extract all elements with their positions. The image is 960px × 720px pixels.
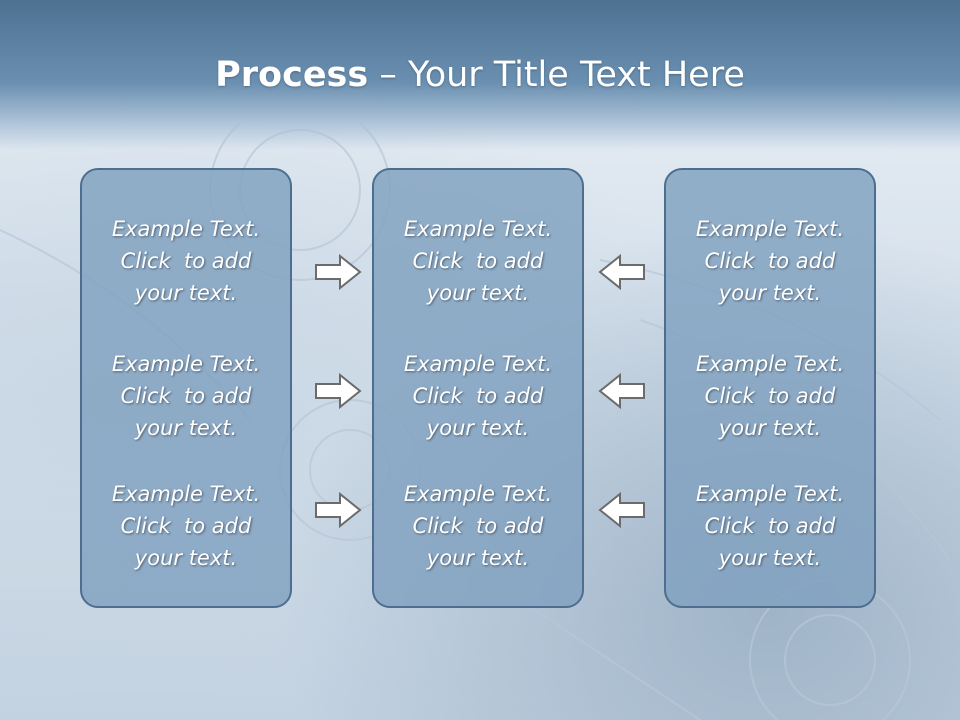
text-item[interactable]: Example Text. Click to add your text.: [374, 213, 582, 309]
process-box-right[interactable]: Example Text. Click to add your text. Ex…: [664, 168, 876, 608]
text-line: Click to add: [120, 249, 252, 273]
title-bold: Process: [215, 55, 369, 95]
text-line: Example Text.: [695, 352, 845, 376]
left-arrow-icon[interactable]: [598, 491, 646, 529]
text-line: Example Text.: [403, 352, 553, 376]
text-line: your text.: [134, 416, 238, 440]
text-line: Click to add: [704, 249, 836, 273]
text-item[interactable]: Example Text. Click to add your text.: [82, 213, 290, 309]
text-item[interactable]: Example Text. Click to add your text.: [82, 478, 290, 574]
left-arrow-icon[interactable]: [598, 372, 646, 410]
right-arrow-icon[interactable]: [314, 253, 362, 291]
text-item[interactable]: Example Text. Click to add your text.: [666, 348, 874, 444]
left-arrow-icon[interactable]: [598, 253, 646, 291]
slide-title[interactable]: Process – Your Title Text Here: [0, 52, 960, 98]
text-line: Click to add: [704, 514, 836, 538]
text-line: Click to add: [120, 384, 252, 408]
title-bar: [0, 0, 960, 150]
text-line: your text.: [134, 546, 238, 570]
text-line: Example Text.: [695, 217, 845, 241]
text-line: Click to add: [120, 514, 252, 538]
text-line: Example Text.: [111, 482, 261, 506]
text-line: your text.: [718, 281, 822, 305]
text-line: Example Text.: [403, 217, 553, 241]
text-line: Click to add: [704, 384, 836, 408]
text-item[interactable]: Example Text. Click to add your text.: [666, 213, 874, 309]
text-line: your text.: [426, 281, 530, 305]
text-line: your text.: [134, 281, 238, 305]
text-line: Example Text.: [403, 482, 553, 506]
text-line: Example Text.: [111, 217, 261, 241]
text-line: Example Text.: [695, 482, 845, 506]
right-arrow-icon[interactable]: [314, 491, 362, 529]
title-rest: – Your Title Text Here: [368, 55, 745, 95]
right-arrow-icon[interactable]: [314, 372, 362, 410]
text-line: your text.: [718, 546, 822, 570]
process-box-center[interactable]: Example Text. Click to add your text. Ex…: [372, 168, 584, 608]
text-line: Click to add: [412, 384, 544, 408]
text-item[interactable]: Example Text. Click to add your text.: [374, 478, 582, 574]
text-line: Click to add: [412, 249, 544, 273]
text-line: your text.: [426, 546, 530, 570]
text-line: your text.: [718, 416, 822, 440]
process-box-left[interactable]: Example Text. Click to add your text. Ex…: [80, 168, 292, 608]
text-item[interactable]: Example Text. Click to add your text.: [666, 478, 874, 574]
text-line: your text.: [426, 416, 530, 440]
text-item[interactable]: Example Text. Click to add your text.: [374, 348, 582, 444]
text-line: Click to add: [412, 514, 544, 538]
text-line: Example Text.: [111, 352, 261, 376]
text-item[interactable]: Example Text. Click to add your text.: [82, 348, 290, 444]
